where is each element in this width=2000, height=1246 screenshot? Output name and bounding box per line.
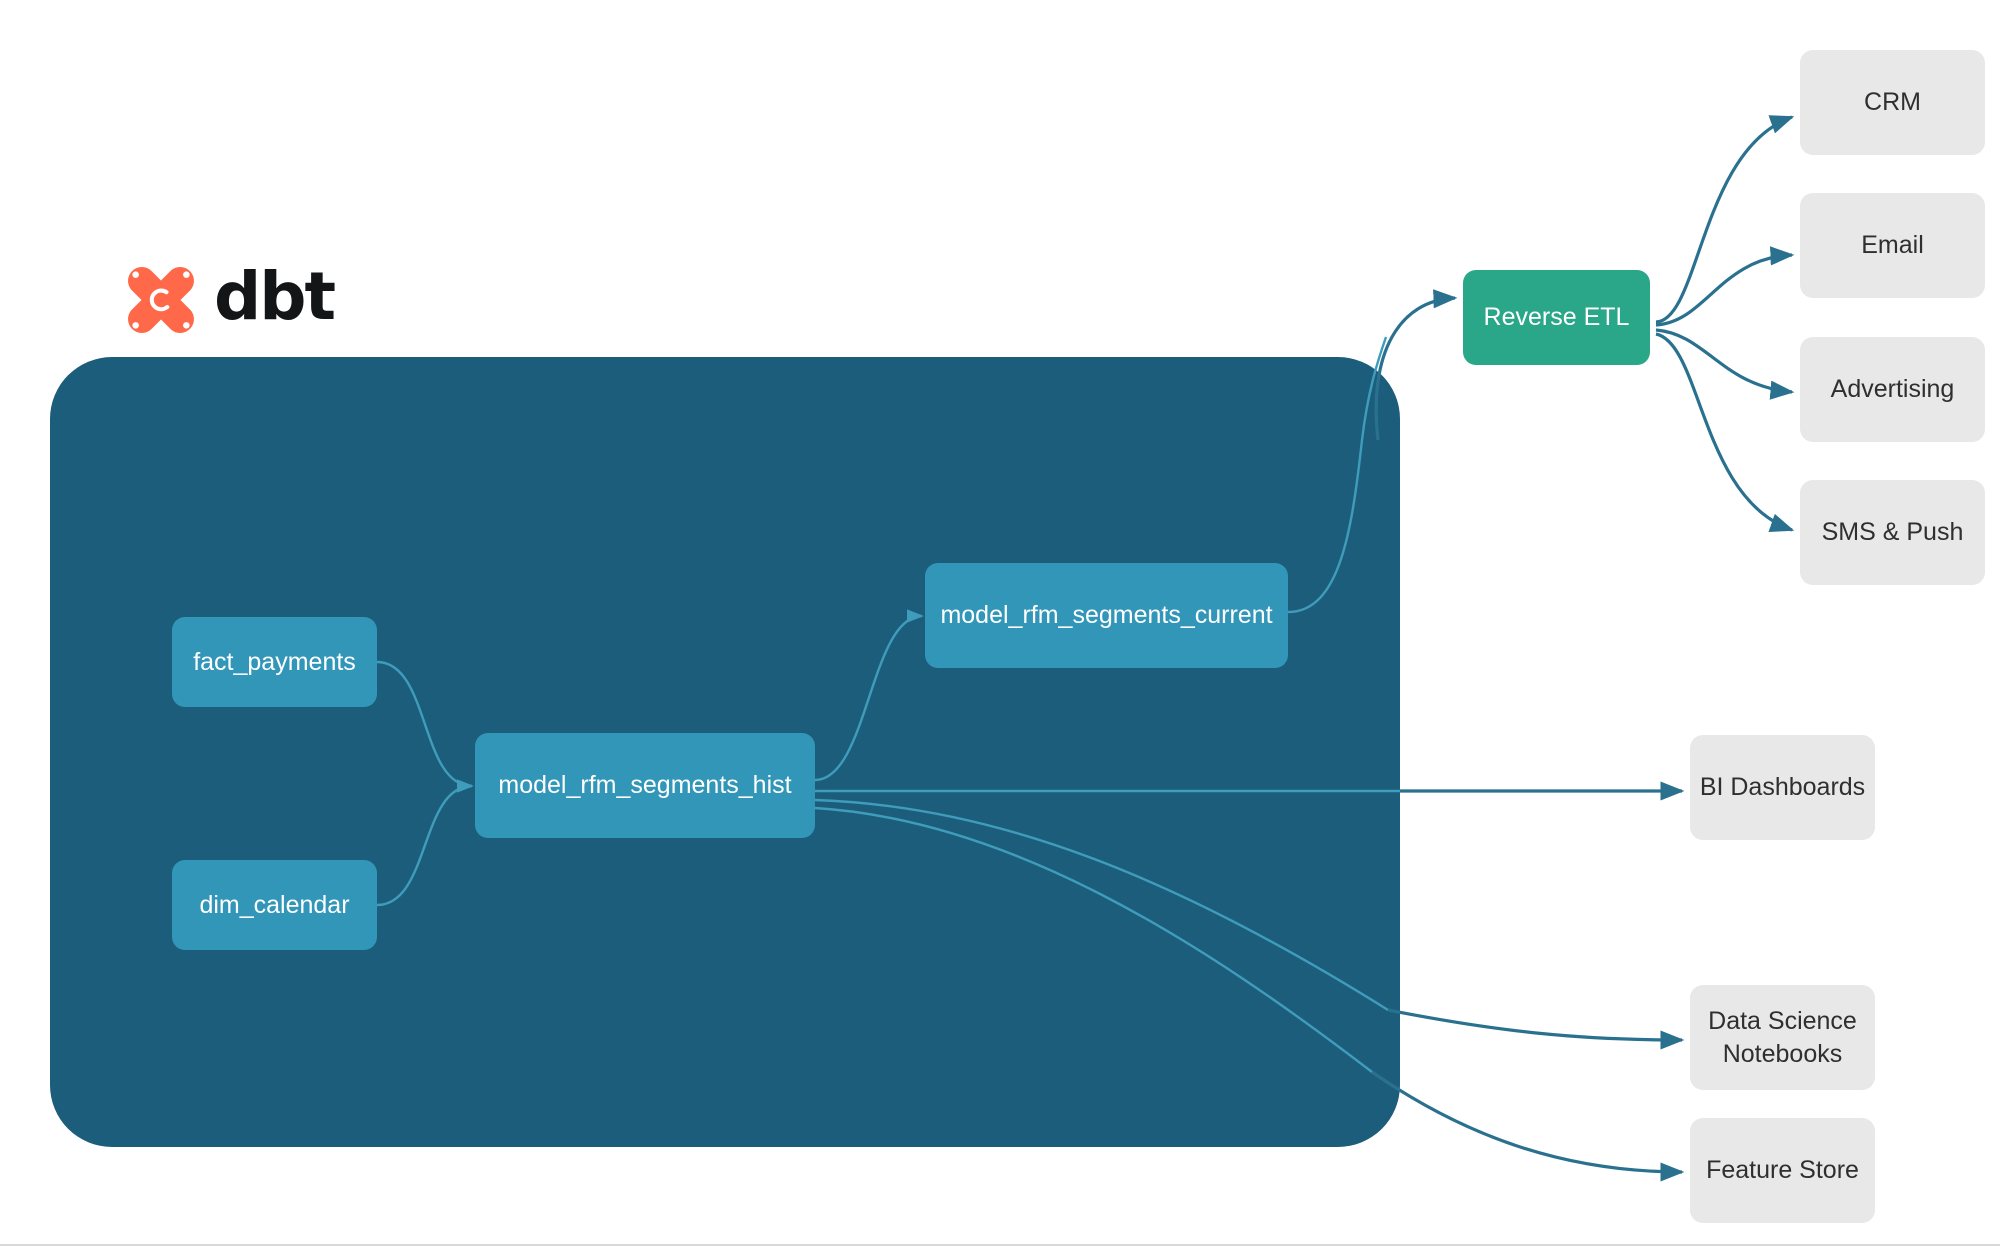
node-bi-dashboards[interactable]: BI Dashboards <box>1690 735 1875 840</box>
node-model-rfm-segments-current[interactable]: model_rfm_segments_current <box>925 563 1288 668</box>
node-data-science-notebooks-label: Data Science Notebooks <box>1708 1005 1857 1070</box>
edge-reverse-etl-to-email <box>1655 246 1795 327</box>
node-bi-dashboards-label: BI Dashboards <box>1699 773 1866 802</box>
node-email-label: Email <box>1861 231 1924 260</box>
node-crm-label: CRM <box>1864 88 1921 117</box>
node-model-rfm-segments-current-label: model_rfm_segments_current <box>940 601 1273 629</box>
node-sms-push[interactable]: SMS & Push <box>1800 480 1985 585</box>
edge-project-to-data-science-notebooks <box>1387 1008 1685 1050</box>
node-sms-push-label: SMS & Push <box>1821 518 1964 547</box>
node-advertising-label: Advertising <box>1830 375 1955 404</box>
node-fact-payments[interactable]: fact_payments <box>172 617 377 707</box>
dbt-wordmark: dbt <box>214 258 336 335</box>
node-email[interactable]: Email <box>1800 193 1985 298</box>
node-data-science-notebooks-label-line2: Notebooks <box>1722 1039 1843 1068</box>
node-feature-store-label: Feature Store <box>1706 1156 1859 1185</box>
node-data-science-notebooks-label-line1: Data Science <box>1708 1007 1857 1035</box>
node-fact-payments-label: fact_payments <box>193 647 356 676</box>
node-advertising[interactable]: Advertising <box>1800 337 1985 442</box>
node-feature-store[interactable]: Feature Store <box>1690 1118 1875 1223</box>
node-dim-calendar[interactable]: dim_calendar <box>172 860 377 950</box>
edge-project-to-feature-store <box>1371 1070 1685 1182</box>
node-model-rfm-segments-hist[interactable]: model_rfm_segments_hist <box>475 733 815 838</box>
edge-reverse-etl-to-advertising <box>1655 328 1795 400</box>
dbt-logo: dbt <box>122 256 342 344</box>
node-data-science-notebooks[interactable]: Data Science Notebooks <box>1690 985 1875 1090</box>
node-reverse-etl[interactable]: Reverse ETL <box>1463 270 1650 365</box>
node-dim-calendar-label: dim_calendar <box>199 890 350 919</box>
dbt-logo-icon <box>128 267 194 333</box>
edge-reverse-etl-to-sms-push <box>1655 332 1795 532</box>
node-model-rfm-segments-hist-label: model_rfm_segments_hist <box>498 771 792 799</box>
edge-reverse-etl-to-crm <box>1655 115 1795 324</box>
node-reverse-etl-label: Reverse ETL <box>1483 303 1630 331</box>
node-crm[interactable]: CRM <box>1800 50 1985 155</box>
